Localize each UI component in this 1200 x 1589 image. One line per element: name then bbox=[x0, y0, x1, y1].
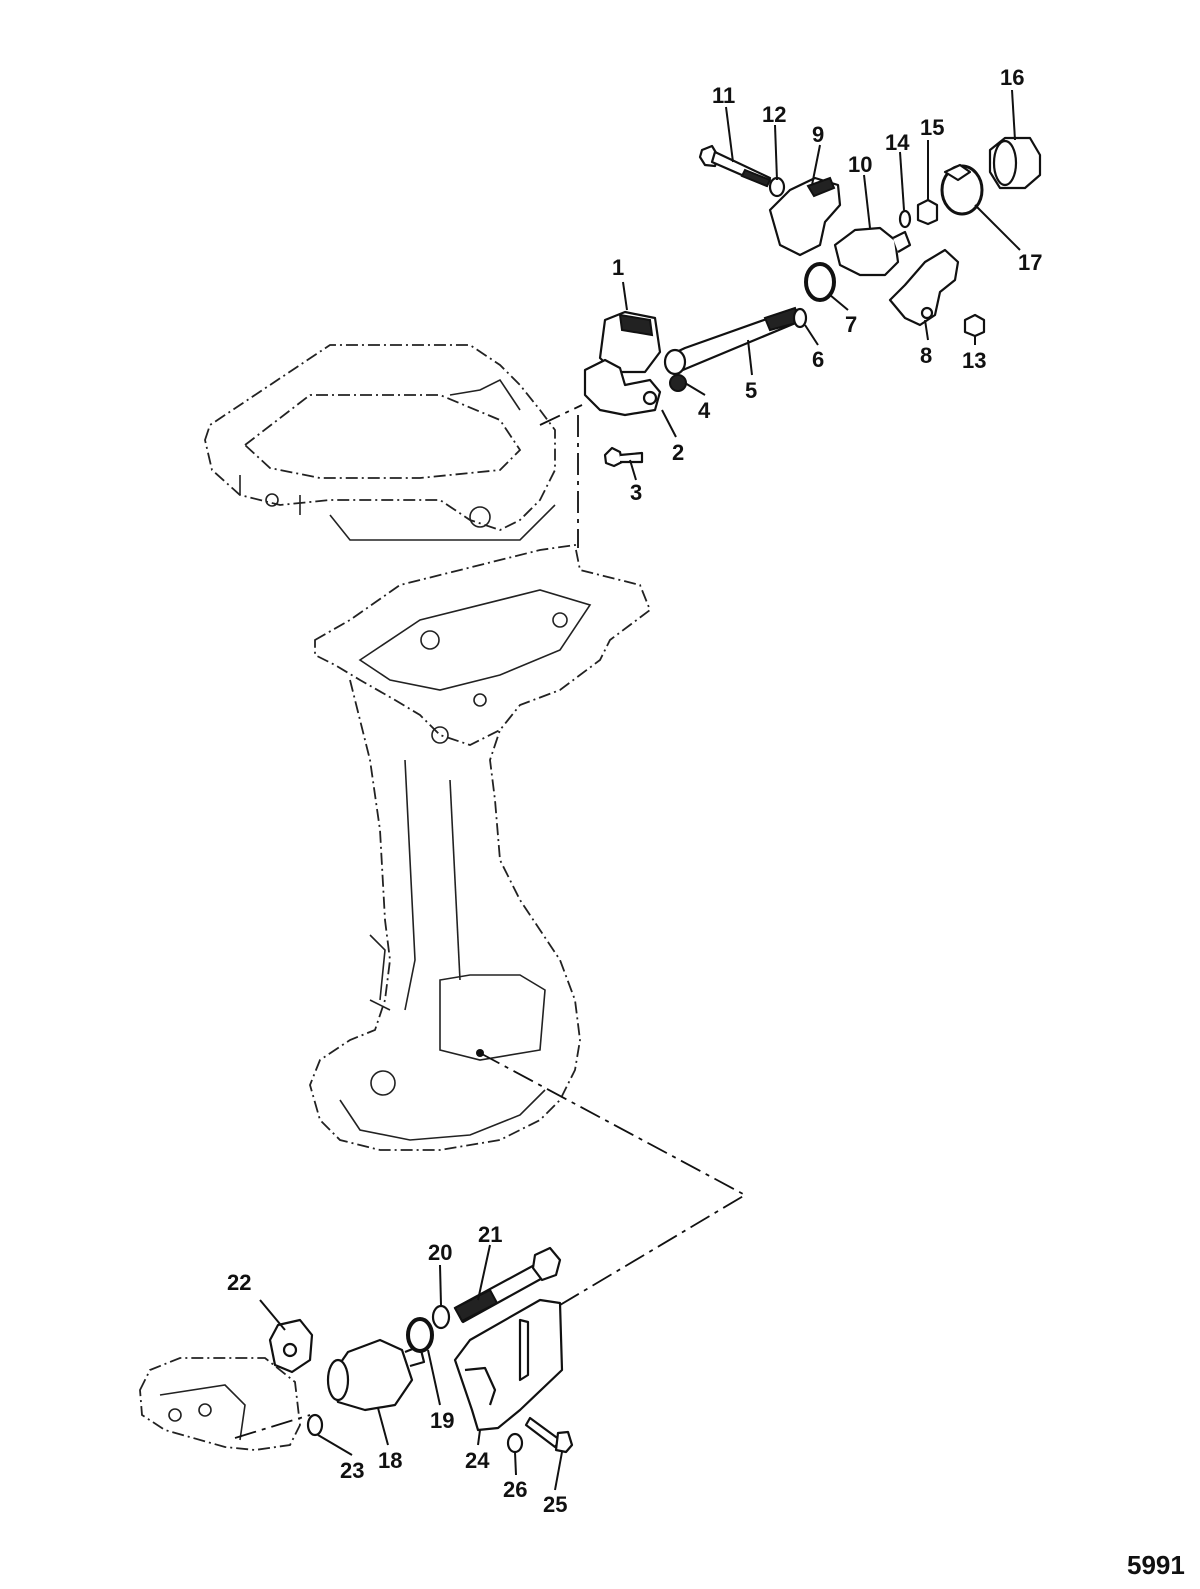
part-2-bracket bbox=[583, 358, 662, 417]
part-22-clamp bbox=[268, 1318, 314, 1374]
callout-25: 25 bbox=[543, 1492, 567, 1517]
part-25-bolt bbox=[524, 1416, 574, 1454]
callout-26: 26 bbox=[503, 1477, 527, 1502]
part-13-nut bbox=[963, 313, 986, 338]
part-18-rubber-mount bbox=[326, 1338, 426, 1412]
part-14-washer bbox=[898, 209, 912, 229]
callout-numbers: 1 2 3 4 5 6 7 8 9 10 11 12 13 14 15 16 1… bbox=[227, 65, 1042, 1517]
callout-17: 17 bbox=[1018, 250, 1042, 275]
part-6-washer bbox=[792, 307, 808, 329]
callout-12: 12 bbox=[762, 102, 786, 127]
callout-15: 15 bbox=[920, 115, 944, 140]
part-12-washer bbox=[768, 176, 786, 198]
callout-19: 19 bbox=[430, 1408, 454, 1433]
callout-11: 11 bbox=[712, 83, 735, 108]
part-15-nut bbox=[916, 198, 939, 226]
callout-9: 9 bbox=[812, 122, 824, 147]
callout-4: 4 bbox=[698, 398, 711, 423]
callout-22: 22 bbox=[227, 1270, 251, 1295]
leader-lines bbox=[259, 89, 1021, 1491]
part-21-bolt bbox=[453, 1246, 562, 1324]
callout-2: 2 bbox=[672, 440, 684, 465]
callout-16: 16 bbox=[1000, 65, 1024, 90]
callout-5: 5 bbox=[745, 378, 757, 403]
part-4-nut bbox=[669, 374, 687, 392]
driveshaft-housing-outline bbox=[309, 543, 652, 1151]
part-3-bolt bbox=[603, 446, 644, 468]
callout-14: 14 bbox=[885, 130, 910, 155]
callout-24: 24 bbox=[465, 1448, 490, 1473]
callout-1: 1 bbox=[612, 255, 624, 280]
callout-18: 18 bbox=[378, 1448, 402, 1473]
callout-6: 6 bbox=[812, 347, 824, 372]
callout-13: 13 bbox=[962, 348, 986, 373]
part-7-seal bbox=[804, 262, 836, 302]
part-9-clamp-half bbox=[768, 176, 842, 257]
callout-3: 3 bbox=[630, 480, 642, 505]
part-5-through-bolt bbox=[663, 306, 802, 376]
lower-bracket-outline bbox=[139, 1357, 301, 1451]
assembly-centerlines bbox=[234, 404, 747, 1439]
part-20-washer bbox=[431, 1304, 451, 1330]
part-23-washer bbox=[306, 1413, 324, 1437]
callout-21: 21 bbox=[478, 1222, 502, 1247]
callout-8: 8 bbox=[920, 343, 932, 368]
callout-7: 7 bbox=[845, 312, 857, 337]
part-16-cap bbox=[988, 136, 1042, 190]
part-10-rubber-mount bbox=[833, 226, 912, 277]
callout-10: 10 bbox=[848, 152, 872, 177]
part-8-clamp-half bbox=[888, 248, 960, 327]
part-17-clamp bbox=[940, 163, 984, 216]
part-11-bolt bbox=[698, 144, 772, 188]
part-26-washer bbox=[506, 1432, 524, 1454]
figure-id: 5991 bbox=[1127, 1550, 1185, 1580]
part-19-seal bbox=[406, 1317, 434, 1353]
swivel-bracket-outline bbox=[204, 344, 556, 541]
callout-23: 23 bbox=[340, 1458, 364, 1483]
part-24-bracket-plate bbox=[453, 1298, 564, 1432]
callout-20: 20 bbox=[428, 1240, 452, 1265]
